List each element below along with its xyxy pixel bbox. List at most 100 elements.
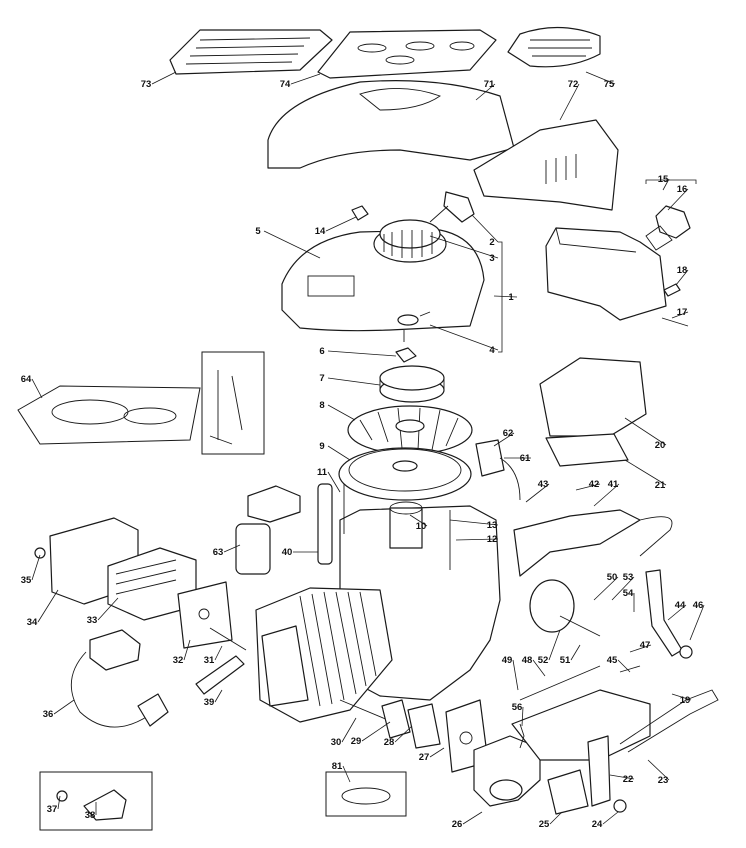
callout-label-12: 12 bbox=[487, 534, 498, 545]
callout-label-31: 31 bbox=[204, 655, 215, 666]
part-46-nut bbox=[679, 645, 693, 659]
part-64-gasket-kit-box bbox=[17, 385, 201, 445]
callout-label-47: 47 bbox=[640, 640, 651, 651]
callout-label-49: 49 bbox=[502, 655, 513, 666]
part-3-recoil-starter bbox=[373, 219, 447, 263]
part-31-spark-plug-wire-stud bbox=[209, 627, 247, 651]
leader-43 bbox=[525, 483, 550, 503]
part-39-spark-plug bbox=[195, 655, 245, 695]
part-19-breather-tube bbox=[619, 689, 719, 753]
part-32-gasket bbox=[177, 581, 233, 649]
part-63-fuel-pump bbox=[235, 485, 301, 575]
part-26-carburetor bbox=[473, 735, 541, 807]
leader-42 bbox=[575, 483, 601, 491]
leader-33 bbox=[97, 597, 119, 621]
part-36-ignition-coil bbox=[70, 629, 169, 728]
leader-53 bbox=[611, 576, 635, 601]
callout-label-20: 20 bbox=[655, 440, 666, 451]
leader-17 bbox=[671, 311, 689, 319]
leader-25 bbox=[549, 811, 563, 825]
part-71-engine-shroud bbox=[267, 80, 515, 169]
callout-label-51: 51 bbox=[560, 655, 571, 666]
leader-3 bbox=[429, 235, 499, 259]
part-21-air-filter-element bbox=[545, 433, 629, 467]
part-8-fan bbox=[347, 405, 473, 455]
callout-label-19: 19 bbox=[680, 695, 691, 706]
part-17-pin bbox=[661, 317, 689, 327]
leader-13 bbox=[449, 519, 499, 526]
leader-18 bbox=[675, 269, 689, 286]
callout-label-35: 35 bbox=[21, 575, 32, 586]
leader-11 bbox=[327, 471, 341, 493]
leader-19 bbox=[671, 693, 692, 701]
leader-44 bbox=[667, 604, 687, 621]
callout-label-42: 42 bbox=[589, 479, 600, 490]
part-2-starter-handle bbox=[429, 191, 475, 223]
callout-label-34: 34 bbox=[27, 617, 38, 628]
callout-label-6: 6 bbox=[319, 346, 324, 357]
leader-37 bbox=[57, 795, 61, 810]
callout-label-3: 3 bbox=[489, 253, 494, 264]
callout-label-41: 41 bbox=[608, 479, 619, 490]
inset-box-carb-kit bbox=[325, 771, 407, 817]
callout-label-21: 21 bbox=[655, 480, 666, 491]
part-7-starter-cup bbox=[379, 365, 445, 403]
leader-27 bbox=[429, 747, 445, 758]
leader-9 bbox=[327, 445, 351, 461]
part-74-slotted-cover bbox=[317, 29, 497, 79]
leader-10 bbox=[409, 514, 428, 527]
callout-1-bracket bbox=[498, 241, 503, 353]
part-41-throttle-control bbox=[513, 509, 673, 577]
callout-label-4: 4 bbox=[489, 345, 495, 356]
callout-label-16: 16 bbox=[677, 184, 688, 195]
callout-label-44: 44 bbox=[675, 600, 686, 611]
leader-4 bbox=[429, 324, 499, 351]
leader-81 bbox=[342, 765, 351, 783]
callout-label-13: 13 bbox=[487, 520, 498, 531]
part-62-bracket bbox=[475, 439, 505, 477]
part-35-nut bbox=[34, 547, 46, 559]
callout-label-30: 30 bbox=[331, 737, 342, 748]
part-28-spacer bbox=[407, 703, 441, 749]
callout-label-10: 10 bbox=[416, 521, 427, 532]
callout-label-73: 73 bbox=[141, 79, 152, 90]
leader-31 bbox=[214, 645, 223, 661]
leader-22 bbox=[609, 774, 635, 780]
leader-56 bbox=[521, 706, 524, 727]
leader-16 bbox=[667, 188, 689, 211]
part-14-nut bbox=[351, 205, 369, 221]
callout-label-17: 17 bbox=[677, 307, 688, 318]
callout-label-29: 29 bbox=[351, 736, 362, 747]
leader-39 bbox=[214, 689, 223, 703]
leader-71 bbox=[475, 83, 496, 101]
callout-label-37: 37 bbox=[47, 804, 58, 815]
callout-label-50: 50 bbox=[607, 572, 618, 583]
leader-15 bbox=[662, 178, 670, 191]
part-18-bolt bbox=[663, 283, 681, 297]
callout-label-81: 81 bbox=[332, 761, 343, 772]
callout-label-38: 38 bbox=[85, 810, 96, 821]
part-45-spring bbox=[619, 665, 641, 673]
leader-34 bbox=[37, 589, 59, 623]
leader-lines bbox=[31, 71, 705, 825]
leader-20 bbox=[624, 417, 667, 446]
leader-29 bbox=[361, 721, 391, 742]
callout-label-36: 36 bbox=[43, 709, 54, 720]
leader-47 bbox=[629, 644, 652, 653]
part-73-grille-cover bbox=[169, 29, 333, 75]
callout-label-8: 8 bbox=[319, 400, 324, 411]
callout-label-25: 25 bbox=[539, 819, 550, 830]
leader-30 bbox=[341, 717, 357, 743]
leader-24 bbox=[602, 811, 619, 825]
part-15-fuel-tank bbox=[545, 227, 667, 321]
callout-label-7: 7 bbox=[319, 373, 324, 384]
leader-63 bbox=[223, 544, 241, 553]
callout-label-23: 23 bbox=[658, 775, 669, 786]
callout-label-52: 52 bbox=[538, 655, 549, 666]
callout-label-27: 27 bbox=[419, 752, 430, 763]
callout-label-43: 43 bbox=[538, 479, 549, 490]
callout-label-71: 71 bbox=[484, 79, 495, 90]
part-29-gasket bbox=[381, 699, 411, 739]
